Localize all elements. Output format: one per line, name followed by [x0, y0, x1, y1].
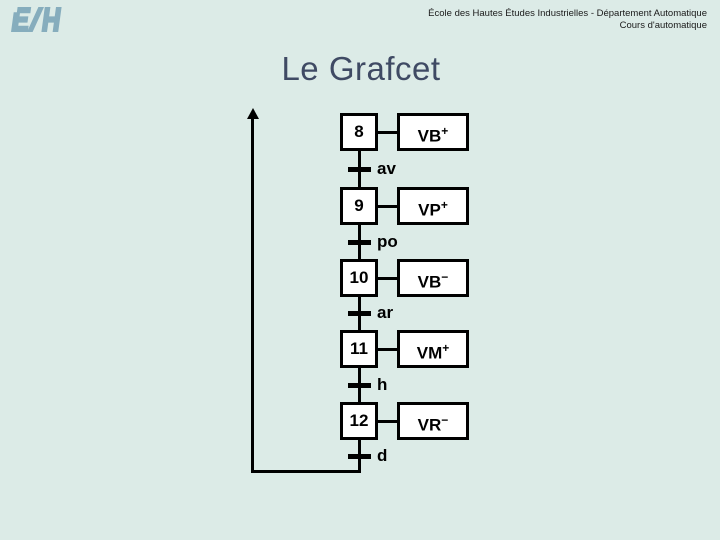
- return-line-horizontal: [251, 470, 361, 473]
- action-box-9: VP+: [397, 187, 469, 225]
- return-line-vertical: [251, 117, 254, 473]
- step-box-10: 10: [340, 259, 378, 297]
- action-label: VR: [417, 415, 442, 435]
- action-superscript: −: [441, 270, 449, 284]
- action-label: VP: [418, 200, 441, 220]
- action-box-8: VB+: [397, 113, 469, 151]
- action-superscript: +: [442, 341, 450, 355]
- action-box-12: VR−: [397, 402, 469, 440]
- step-action-connector: [378, 347, 397, 351]
- action-label: VB: [417, 272, 442, 292]
- action-box-10: VB−: [397, 259, 469, 297]
- action-label: VM: [416, 343, 443, 363]
- action-superscript: −: [441, 413, 449, 427]
- transition-label: po: [377, 232, 398, 251]
- return-arrow-icon: [246, 108, 259, 119]
- action-superscript: +: [440, 198, 448, 212]
- institution-name: École des Hautes Études Industrielles - …: [428, 8, 707, 19]
- step-action-connector: [378, 130, 397, 134]
- action-box-11: VM+: [397, 330, 469, 368]
- step-box-9: 9: [340, 187, 378, 225]
- transition-bar: [347, 382, 371, 388]
- step-box-8: 8: [340, 113, 378, 151]
- transition-bar: [347, 239, 371, 245]
- transition-label: d: [377, 446, 388, 465]
- transition-bar: [347, 453, 371, 459]
- action-label: VB: [417, 126, 442, 146]
- transition-label: av: [377, 159, 396, 178]
- step-action-connector: [378, 419, 397, 423]
- hei-logo-icon: [11, 7, 62, 32]
- step-box-12: 12: [340, 402, 378, 440]
- transition-bar: [347, 311, 371, 316]
- page-title: Le Grafcet: [281, 50, 441, 87]
- action-superscript: +: [441, 124, 449, 138]
- step-action-connector: [378, 276, 397, 280]
- slide-header: École des Hautes Études Industrielles - …: [428, 8, 707, 31]
- transition-label: ar: [377, 303, 394, 322]
- step-action-connector: [378, 204, 397, 208]
- transition-label: h: [377, 375, 388, 394]
- course-name: Cours d'automatique: [619, 19, 707, 31]
- step-box-11: 11: [340, 330, 378, 368]
- transition-bar: [347, 166, 371, 172]
